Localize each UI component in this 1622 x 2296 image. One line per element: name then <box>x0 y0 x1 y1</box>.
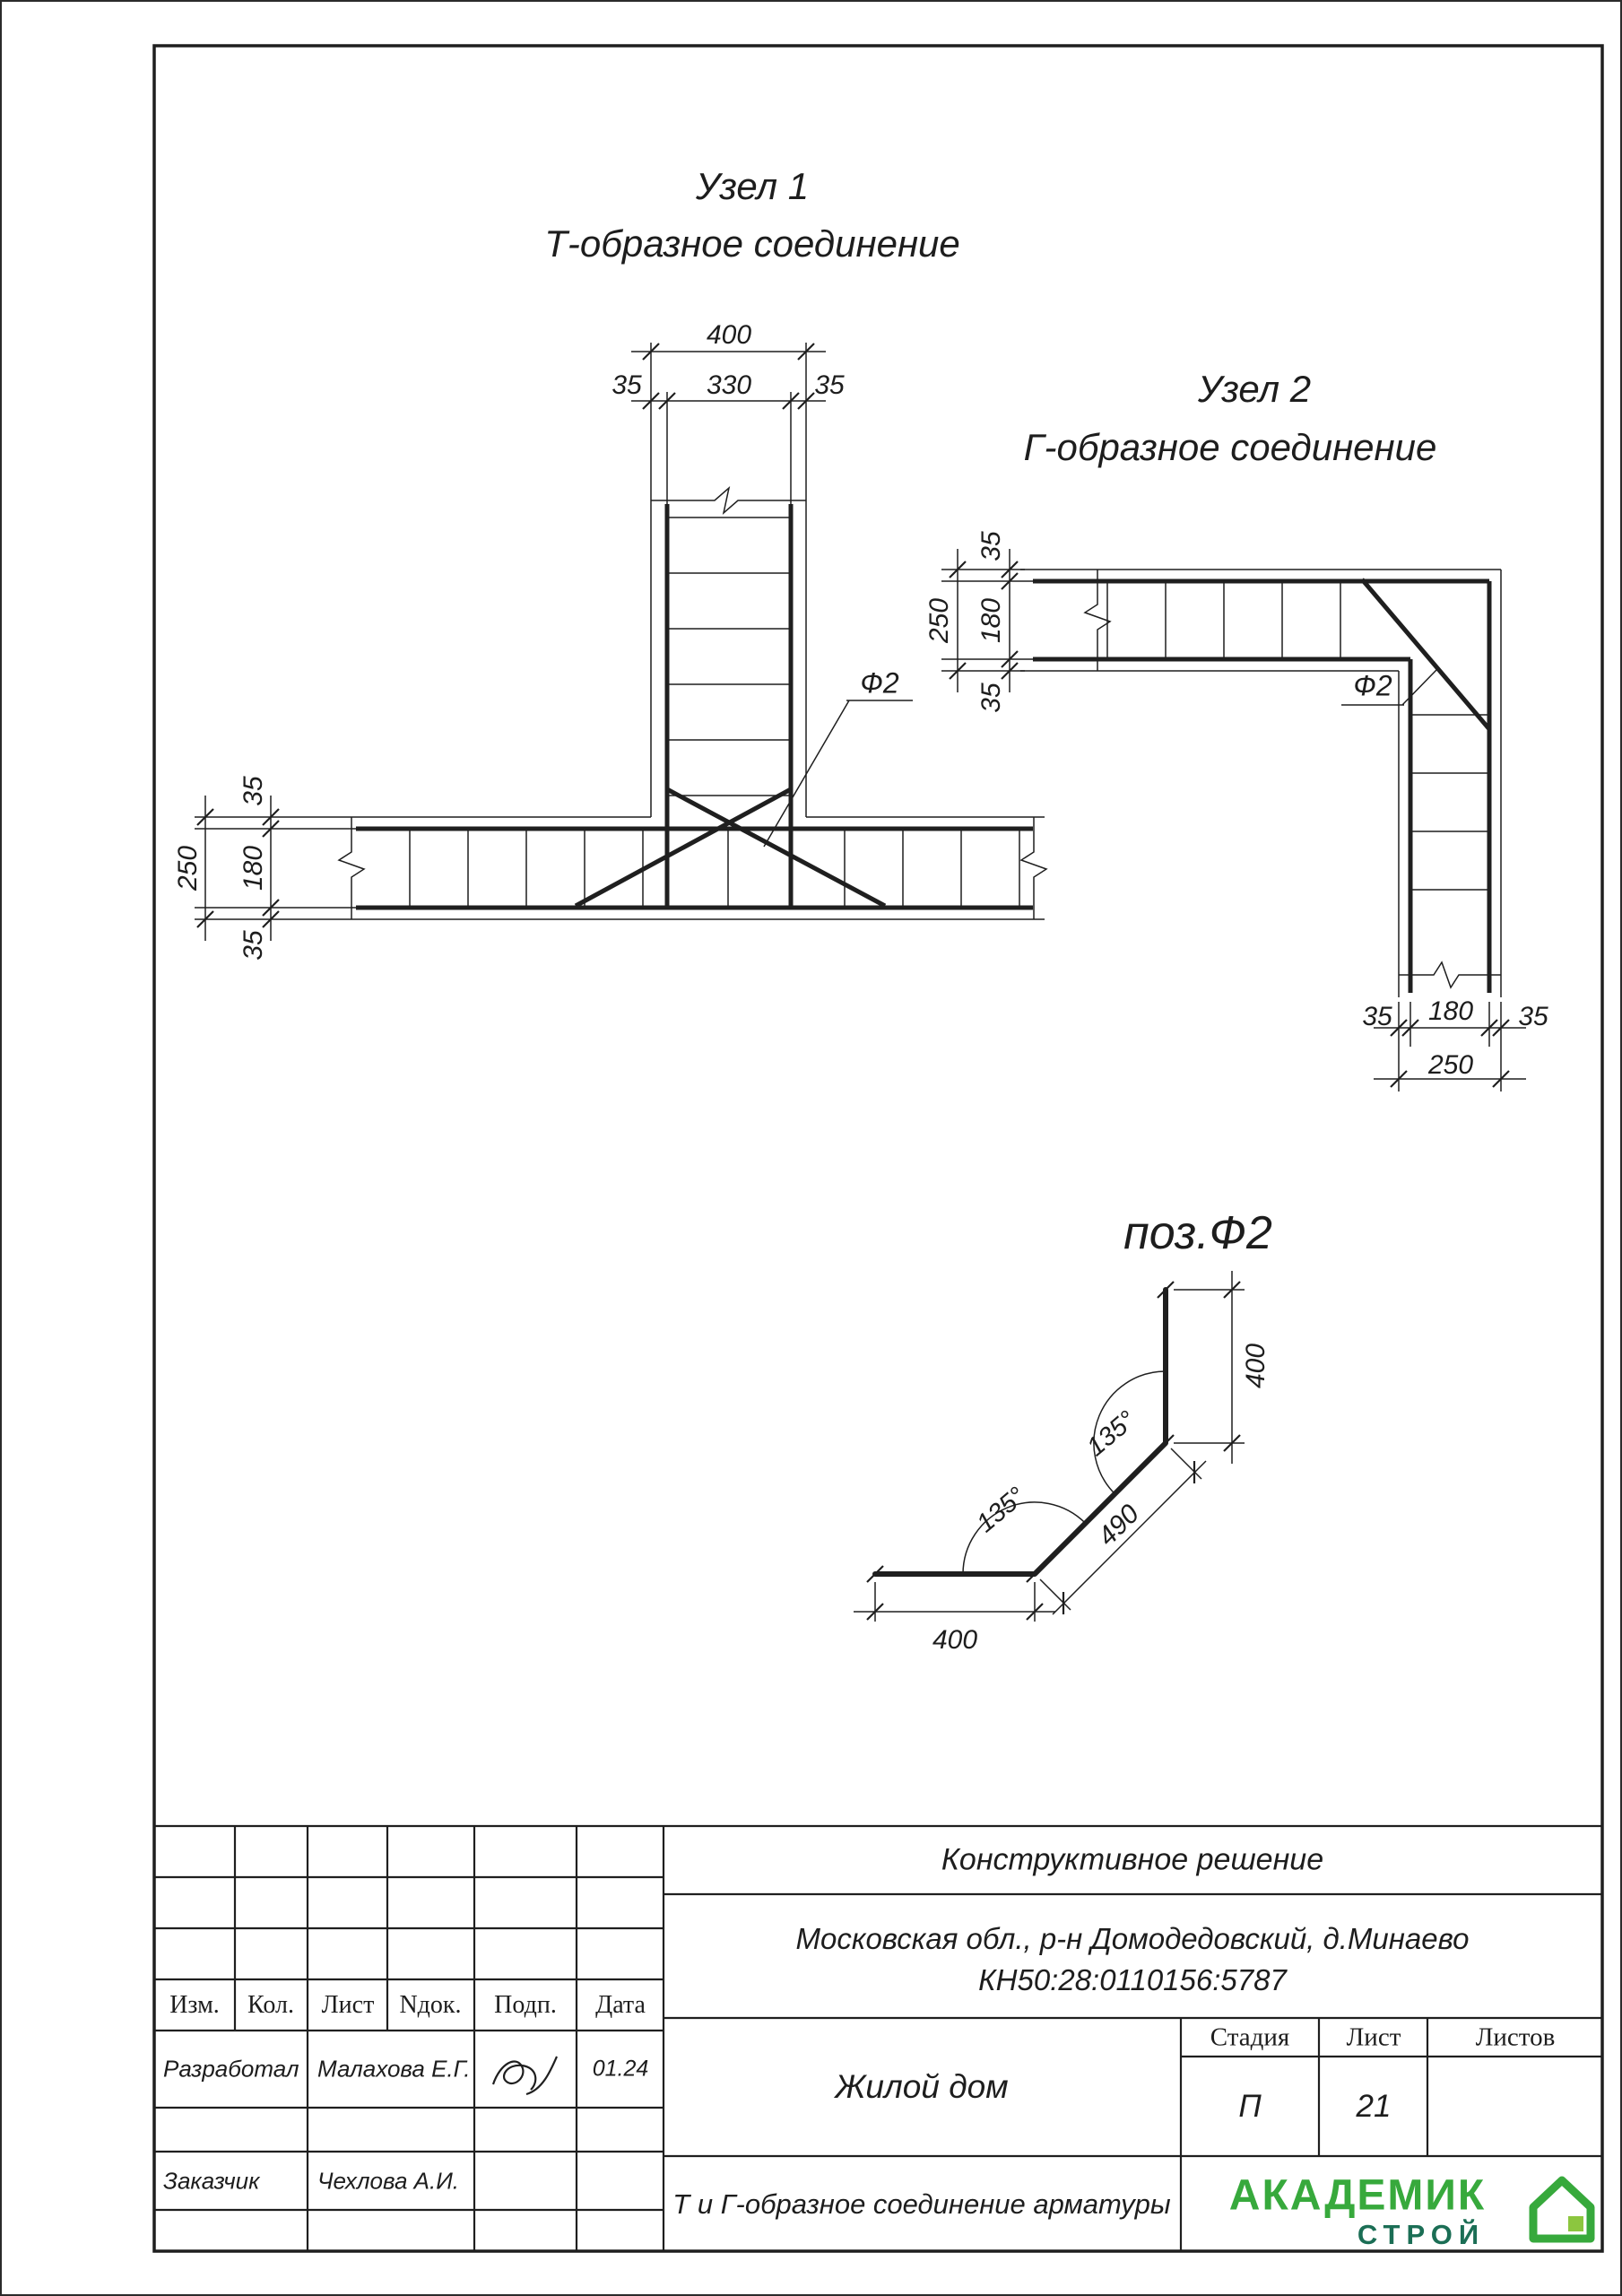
node1-outline <box>337 477 1048 920</box>
sheet-name: Т и Г-образное соединение арматуры <box>672 2188 1171 2220</box>
node1-rebar-label: Ф2 <box>860 666 899 700</box>
object-name: Жилой дом <box>835 2068 1009 2105</box>
node1-dim-left-overall: 250 <box>173 845 203 891</box>
node2-title-line1: Узел 2 <box>1197 368 1312 410</box>
node1-dim-left-bottom: 35 <box>239 930 268 961</box>
row-customer-role: Заказчик <box>163 2167 260 2195</box>
node2-dim-bottom-right: 35 <box>1518 1002 1548 1031</box>
node2-dim-left-mid: 180 <box>976 597 1006 644</box>
column-header-ndok: Nдок. <box>399 1991 462 2019</box>
logo-house-icon <box>1529 2176 1595 2243</box>
column-header-list: Лист <box>321 1991 375 2019</box>
rebar-bars <box>356 504 1492 993</box>
address-line2: КН50:28:0110156:5787 <box>978 1963 1287 1996</box>
detail-title: поз.Ф2 <box>1123 1207 1272 1259</box>
node1-dim-left-top: 35 <box>239 776 268 806</box>
row-developer-date: 01.24 <box>592 2056 649 2082</box>
node1-dimension-lines <box>195 343 913 941</box>
node1-dim-top-right: 35 <box>814 370 845 400</box>
logo-text-line1: АКАДЕМИК <box>1228 2171 1487 2220</box>
node2-outline <box>1020 569 1502 997</box>
stage-value: П <box>1238 2089 1262 2124</box>
signature <box>491 2056 559 2096</box>
detail-dim-vertical: 400 <box>1241 1343 1271 1389</box>
dimension-ticks <box>196 343 1510 1621</box>
node2-rebar-label: Ф2 <box>1353 669 1392 702</box>
detail-f2-dimension-lines <box>854 1271 1245 1622</box>
node2-dim-bottom-mid: 180 <box>1427 996 1474 1026</box>
column-header-izm: Изм. <box>169 1991 220 2019</box>
row-developer-role: Разработал <box>163 2055 299 2083</box>
column-header-podp: Подп. <box>494 1991 557 2019</box>
node1-dim-left-mid: 180 <box>239 845 268 891</box>
node2-dim-left-top: 35 <box>976 531 1006 561</box>
node2-dim-bottom-overall: 250 <box>1427 1050 1474 1080</box>
detail-dim-horizontal: 400 <box>932 1625 978 1655</box>
row-customer-name: Чехлова А.И. <box>317 2167 460 2195</box>
node1-dim-overall-top: 400 <box>706 320 752 350</box>
stage-label: Стадия <box>1210 2022 1290 2052</box>
title-block-grid <box>154 1824 1602 2251</box>
doc-type: Конструктивное решение <box>941 1842 1324 1877</box>
detail-f2-bar <box>872 1287 1168 1577</box>
logo-text-line2: СТРОЙ <box>1357 2219 1486 2250</box>
listov-label: Листов <box>1475 2022 1556 2052</box>
node2-dim-left-bottom: 35 <box>976 683 1006 713</box>
column-header-kol: Кол. <box>247 1991 294 2019</box>
address-line1: Московская обл., р-н Домодедовский, д.Ми… <box>795 1922 1470 1955</box>
node1-title-line2: Т-образное соединение <box>544 222 960 265</box>
node1-dim-top-mid: 330 <box>706 370 752 400</box>
node2-dimension-lines <box>941 549 1526 1091</box>
row-developer-name: Малахова Е.Г. <box>317 2055 471 2083</box>
column-header-data: Дата <box>595 1991 646 2019</box>
node1-title-line1: Узел 1 <box>695 165 810 207</box>
node2-title-line2: Г-образное соединение <box>1023 426 1437 468</box>
list-label: Лист <box>1346 2022 1401 2052</box>
frame-border <box>152 44 1604 2253</box>
node2-dim-left-overall: 250 <box>924 597 954 644</box>
list-value: 21 <box>1356 2089 1392 2124</box>
node2-dim-bottom-left: 35 <box>1362 1002 1392 1031</box>
node1-dim-top-left: 35 <box>612 370 642 400</box>
